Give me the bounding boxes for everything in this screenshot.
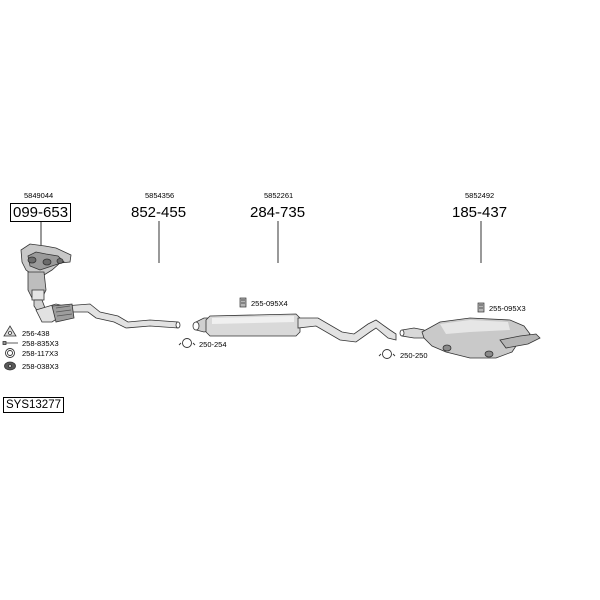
hanger-rubber-icon [477, 302, 485, 313]
system-code: SYS13277 [3, 397, 64, 413]
rear-silencer-drawing [399, 317, 541, 359]
clamp-icon [378, 349, 396, 359]
manifold-catalyst-drawing [20, 243, 72, 313]
hanger-label[interactable]: 255-095X3 [489, 304, 526, 313]
hanger-label[interactable]: 255-095X4 [251, 299, 288, 308]
gasket-label[interactable]: 256-438 [22, 329, 50, 338]
middle-silencer-drawing [192, 313, 397, 343]
clamp-label[interactable]: 250-254 [199, 340, 227, 349]
part-number[interactable]: 284-735 [250, 204, 306, 221]
nut-label[interactable]: 258-038X3 [22, 362, 59, 371]
spring-ring-icon [5, 348, 15, 358]
part-number[interactable]: 852-455 [131, 204, 187, 221]
oe-number: 5852261 [264, 191, 294, 200]
spring-ring-label[interactable]: 258-117X3 [22, 349, 59, 358]
gasket-icon [3, 325, 17, 337]
front-pipe-drawing [35, 303, 181, 329]
clamp-label[interactable]: 250-250 [400, 351, 428, 360]
oe-number: 5849044 [24, 191, 54, 200]
bolt-label[interactable]: 258-835X3 [22, 339, 59, 348]
oe-number: 5852492 [465, 191, 495, 200]
part-number[interactable]: 185-437 [452, 204, 508, 221]
part-number[interactable]: 099-653 [10, 203, 72, 222]
clamp-icon [178, 338, 196, 348]
hanger-rubber-icon [239, 297, 247, 308]
nut-icon [4, 361, 16, 371]
oe-number: 5854356 [145, 191, 175, 200]
bolt-icon [2, 341, 18, 345]
